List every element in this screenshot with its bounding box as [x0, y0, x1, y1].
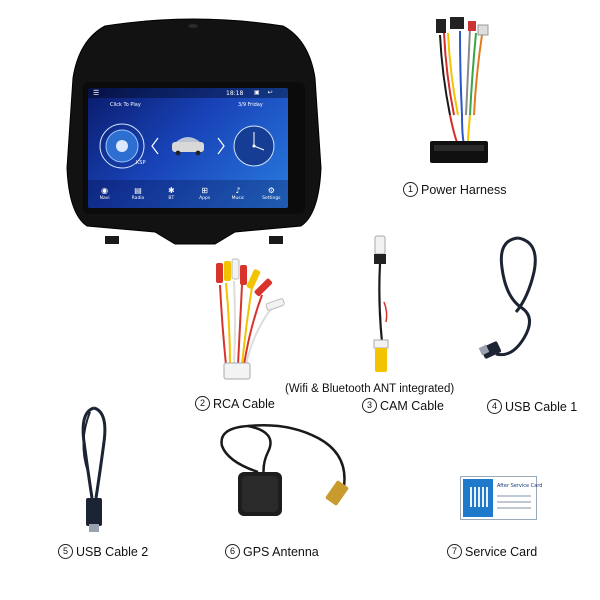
date-widget-label: 3/9 Friday	[238, 102, 263, 108]
usb-cable-2-image	[81, 406, 107, 532]
label-cam-cable: 3 CAM Cable	[362, 398, 444, 413]
item-number: 2	[195, 396, 210, 411]
status-icons: ▣ ↩	[254, 89, 276, 96]
gear-icon: ⚙	[267, 186, 275, 195]
dock-item-navi[interactable]: ◉ Navi	[99, 186, 110, 201]
svg-text:KSP: KSP	[136, 160, 145, 166]
music-note-icon: ♪	[235, 186, 241, 195]
app-dock: ◉ Navi ▤ Radio ✱ BT ⊞ Apps ♪ Music ⚙ Set…	[88, 180, 288, 208]
card-title: After Service Card	[497, 483, 543, 489]
item-number: 7	[447, 544, 462, 559]
apps-grid-icon: ⊞	[201, 186, 208, 195]
power-harness-image	[430, 17, 489, 163]
status-bar: ☰ 18:18 ▣ ↩	[88, 88, 288, 98]
bluetooth-icon: ✱	[167, 186, 175, 195]
label-rca-cable: 2 RCA Cable	[195, 396, 275, 411]
label-usb-cable-2: 5 USB Cable 2	[58, 544, 148, 559]
item-number: 3	[362, 398, 377, 413]
dock-item-music[interactable]: ♪ Music	[231, 186, 245, 201]
usb-cable-1-image	[478, 236, 537, 359]
music-widget-label: Click To Play	[110, 102, 141, 108]
radio-icon: ▤	[134, 186, 142, 195]
location-pin-icon: ◉	[101, 186, 109, 195]
item-number: 6	[225, 544, 240, 559]
item-number: 4	[487, 399, 502, 414]
qr-code-icon	[470, 487, 490, 507]
label-usb-cable-1: 4 USB Cable 1	[487, 399, 577, 414]
service-card-image: After Service Card	[460, 476, 542, 520]
label-gps-antenna: 6 GPS Antenna	[225, 544, 319, 559]
dock-item-bt[interactable]: ✱ BT	[167, 186, 175, 201]
card-qr-panel	[463, 479, 493, 517]
gps-antenna-image	[220, 423, 349, 516]
dock-item-radio[interactable]: ▤ Radio	[131, 186, 145, 201]
home-widgets: KSP	[99, 123, 275, 169]
label-power-harness: 1 Power Harness	[403, 182, 506, 197]
dock-item-settings[interactable]: ⚙ Settings	[262, 186, 281, 201]
label-service-card: 7 Service Card	[447, 544, 537, 559]
head-unit-screen: ☰ 18:18 ▣ ↩ Click To Play 3/9 Friday KSP…	[88, 88, 288, 208]
item-number: 5	[58, 544, 73, 559]
item-number: 1	[403, 182, 418, 197]
wifi-bluetooth-note: (Wifi & Bluetooth ANT integrated)	[285, 383, 455, 395]
menu-icon: ☰	[93, 89, 100, 97]
rca-cable-image	[216, 258, 285, 380]
cam-cable-image	[373, 235, 389, 372]
status-time: 18:18	[226, 89, 244, 97]
dock-item-apps[interactable]: ⊞ Apps	[199, 186, 211, 201]
